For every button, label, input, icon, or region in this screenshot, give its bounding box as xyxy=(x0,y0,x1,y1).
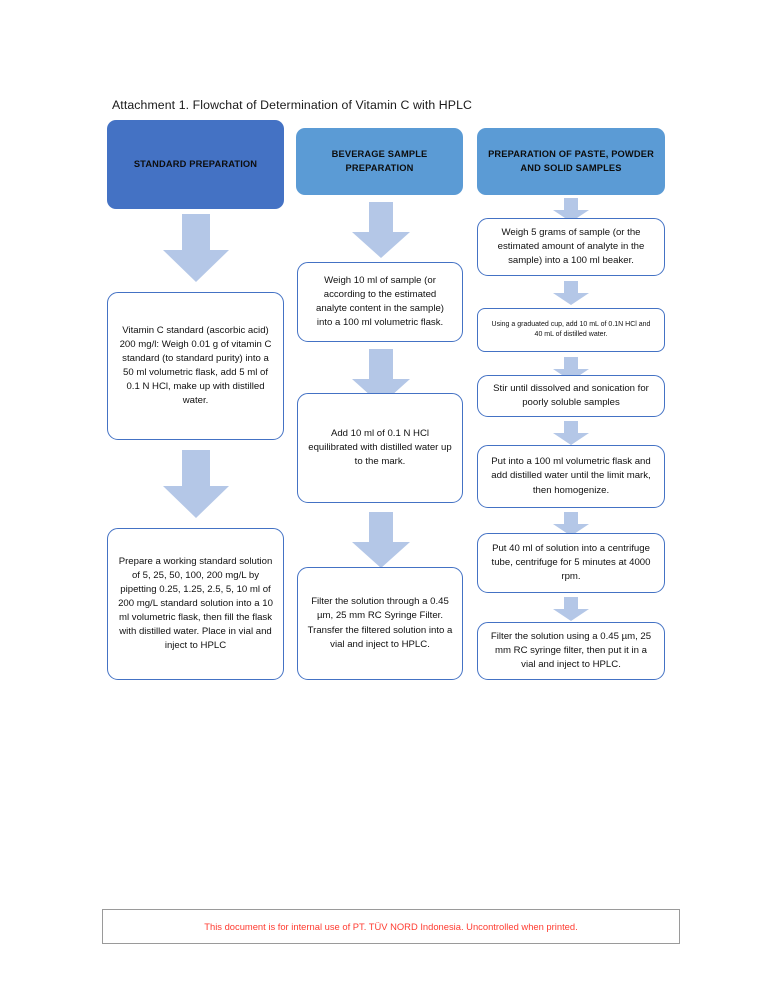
node-solid-step-3[interactable]: Stir until dissolved and sonication for … xyxy=(477,375,665,417)
node-solid-step-2[interactable]: Using a graduated cup, add 10 mL of 0.1N… xyxy=(477,308,665,352)
arrow-down-solid-6 xyxy=(553,597,589,621)
arrow-down-solid-5 xyxy=(553,512,589,536)
node-standard-step-2[interactable]: Prepare a working standard solution of 5… xyxy=(107,528,284,680)
node-standard-step-1[interactable]: Vitamin C standard (ascorbic acid) 200 m… xyxy=(107,292,284,440)
lane-header-beverage-sample-preparation[interactable]: BEVERAGE SAMPLE PREPARATION xyxy=(296,128,463,195)
node-solid-step-5[interactable]: Put 40 ml of solution into a centrifuge … xyxy=(477,533,665,593)
node-beverage-step-2[interactable]: Add 10 ml of 0.1 N HCl equilibrated with… xyxy=(297,393,463,503)
node-solid-step-6[interactable]: Filter the solution using a 0.45 µm, 25 … xyxy=(477,622,665,680)
lane-header-standard-preparation[interactable]: STANDARD PREPARATION xyxy=(107,120,284,209)
footer-notice-text: This document is for internal use of PT.… xyxy=(204,921,578,932)
footer-notice-box: This document is for internal use of PT.… xyxy=(102,909,680,944)
arrow-down-solid-2 xyxy=(553,281,589,305)
node-beverage-step-3[interactable]: Filter the solution through a 0.45 µm, 2… xyxy=(297,567,463,680)
arrow-down-solid-1 xyxy=(553,198,589,222)
node-solid-step-4[interactable]: Put into a 100 ml volumetric flask and a… xyxy=(477,445,665,508)
arrow-down-beverage-2 xyxy=(352,349,410,405)
arrow-down-beverage-3 xyxy=(352,512,410,568)
node-beverage-step-1[interactable]: Weigh 10 ml of sample (or according to t… xyxy=(297,262,463,342)
arrow-down-standard-2 xyxy=(163,450,229,518)
page-title: Attachment 1. Flowchat of Determination … xyxy=(112,98,472,112)
lane-header-paste-powder-solid-samples[interactable]: PREPARATION OF PASTE, POWDER AND SOLID S… xyxy=(477,128,665,195)
arrow-down-standard-1 xyxy=(163,214,229,282)
node-solid-step-1[interactable]: Weigh 5 grams of sample (or the estimate… xyxy=(477,218,665,276)
arrow-down-beverage-1 xyxy=(352,202,410,258)
arrow-down-solid-4 xyxy=(553,421,589,445)
